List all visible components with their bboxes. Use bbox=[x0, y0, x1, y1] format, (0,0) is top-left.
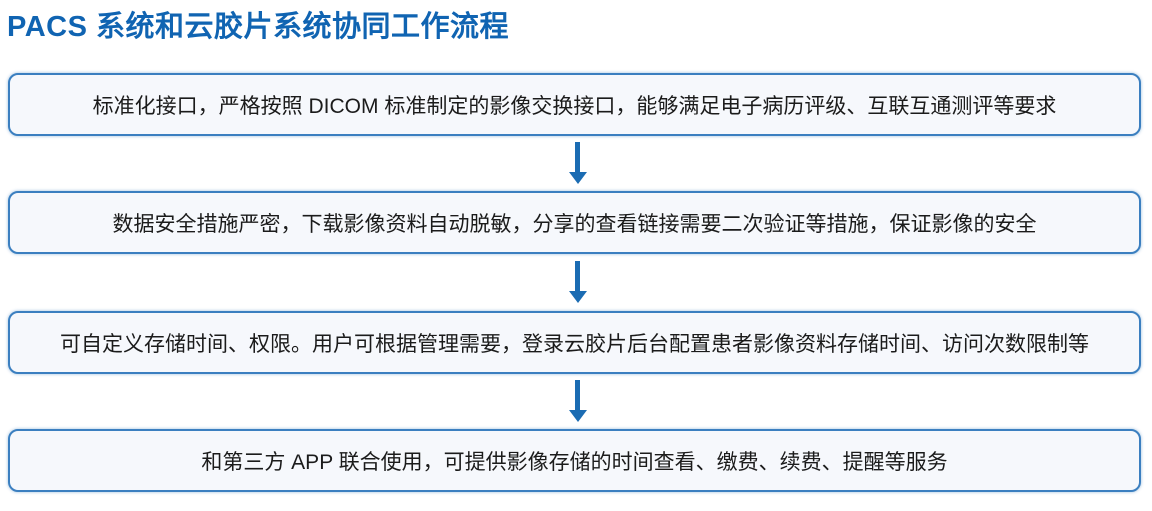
arrow-head bbox=[568, 172, 587, 184]
flow-step-3-label: 可自定义存储时间、权限。用户可根据管理需要，登录云胶片后台配置患者影像资料存储时… bbox=[60, 332, 1089, 356]
flow-step-1: 标准化接口，严格按照 DICOM 标准制定的影像交换接口，能够满足电子病历评级、… bbox=[8, 73, 1141, 136]
flow-step-4: 和第三方 APP 联合使用，可提供影像存储的时间查看、缴费、续费、提醒等服务 bbox=[8, 429, 1141, 492]
arrow-stem bbox=[575, 142, 580, 172]
down-arrow-icon bbox=[568, 261, 587, 303]
flow-step-2-label: 数据安全措施严密，下载影像资料自动脱敏，分享的查看链接需要二次验证等措施，保证影… bbox=[112, 212, 1037, 236]
arrow-head bbox=[568, 410, 587, 422]
arrow-stem bbox=[575, 261, 580, 291]
flow-step-3: 可自定义存储时间、权限。用户可根据管理需要，登录云胶片后台配置患者影像资料存储时… bbox=[8, 311, 1141, 374]
arrow-head bbox=[568, 291, 587, 303]
down-arrow-icon bbox=[568, 380, 587, 422]
down-arrow-icon bbox=[568, 142, 587, 184]
flow-step-2: 数据安全措施严密，下载影像资料自动脱敏，分享的查看链接需要二次验证等措施，保证影… bbox=[8, 191, 1141, 254]
flow-step-1-label: 标准化接口，严格按照 DICOM 标准制定的影像交换接口，能够满足电子病历评级、… bbox=[92, 94, 1057, 118]
flow-step-4-label: 和第三方 APP 联合使用，可提供影像存储的时间查看、缴费、续费、提醒等服务 bbox=[201, 450, 948, 474]
page-title: PACS 系统和云胶片系统协同工作流程 bbox=[7, 11, 509, 43]
arrow-stem bbox=[575, 380, 580, 410]
